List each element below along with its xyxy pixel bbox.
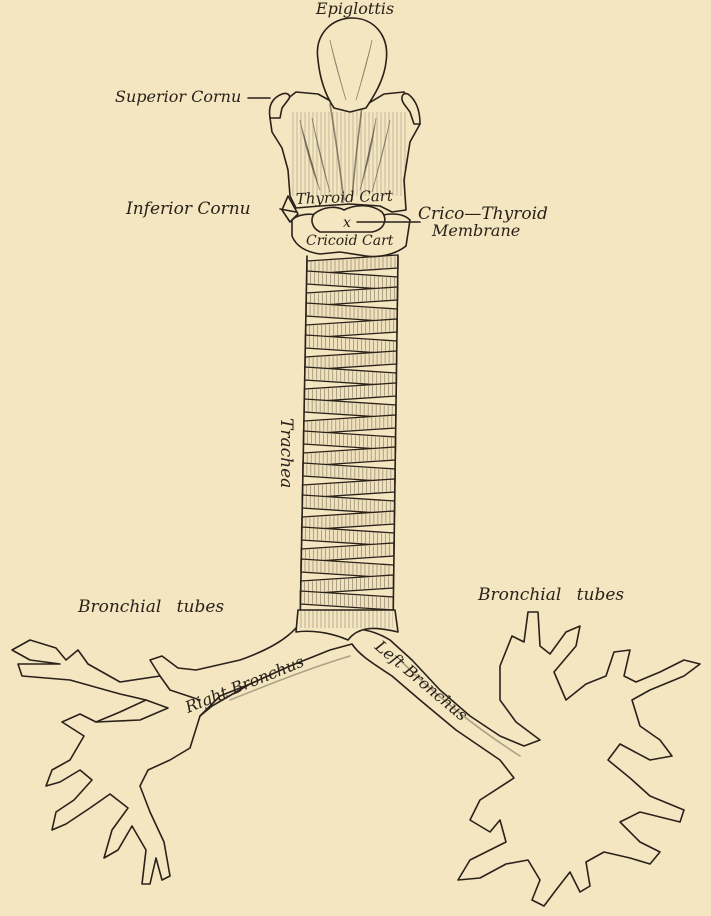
tracheal-ring bbox=[301, 559, 394, 578]
tracheal-ring bbox=[307, 255, 398, 274]
tracheal-ring bbox=[306, 319, 397, 338]
tracheal-ring bbox=[304, 399, 396, 418]
label-cricoid-cart: Cricoid Cart bbox=[306, 233, 394, 249]
label-left-bronchus: Left Bronchus bbox=[371, 636, 472, 725]
trachea-rings bbox=[300, 255, 398, 610]
tracheal-ring bbox=[306, 303, 397, 322]
label-trachea: Trachea bbox=[276, 418, 296, 488]
tracheal-ring bbox=[302, 511, 394, 530]
tracheal-ring bbox=[306, 287, 397, 306]
label-superior-cornu: Superior Cornu bbox=[115, 87, 241, 106]
tracheal-ring bbox=[300, 591, 393, 610]
label-inferior-cornu: Inferior Cornu bbox=[125, 199, 251, 219]
tracheal-ring bbox=[304, 415, 396, 434]
tracheal-ring bbox=[303, 447, 395, 466]
bronchial-tree bbox=[12, 612, 700, 906]
tracheal-ring bbox=[305, 351, 397, 370]
label-bronchial-tubes-left: Bronchial tubes bbox=[77, 597, 224, 617]
tracheal-ring bbox=[305, 367, 397, 386]
label-membrane: Membrane bbox=[431, 221, 520, 240]
tracheal-ring bbox=[307, 271, 398, 290]
tracheal-ring bbox=[302, 495, 394, 514]
label-bronchial-tubes-right: Bronchial tubes bbox=[477, 585, 624, 605]
tracheal-ring bbox=[304, 383, 396, 402]
tracheal-ring bbox=[303, 463, 395, 482]
tracheal-ring bbox=[303, 479, 395, 498]
tracheal-ring bbox=[301, 543, 394, 562]
membrane-x-mark: x bbox=[343, 215, 351, 231]
tracheal-ring bbox=[301, 575, 394, 594]
label-thyroid-cart: Thyroid Cart bbox=[296, 187, 395, 208]
tracheal-ring bbox=[305, 335, 396, 354]
right-bronchus-shape bbox=[12, 612, 700, 906]
tracheal-ring bbox=[304, 431, 396, 450]
label-epiglottis: Epiglottis bbox=[315, 0, 394, 18]
tracheal-ring bbox=[302, 527, 395, 546]
